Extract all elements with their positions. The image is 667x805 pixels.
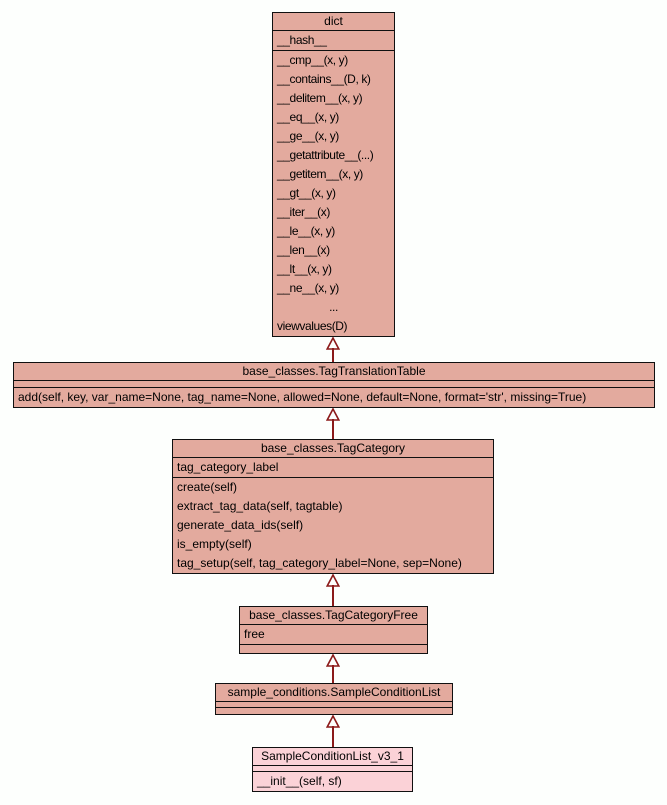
method-row: add(self, key, var_name=None, tag_name=N… bbox=[18, 390, 587, 404]
method-row: extract_tag_data(self, tagtable) bbox=[177, 499, 343, 513]
method-row: tag_setup(self, tag_category_label=None,… bbox=[177, 556, 462, 570]
attributes-compartment: __hash__ bbox=[273, 30, 394, 50]
inheritance-arrow bbox=[326, 574, 340, 606]
attribute-row: tag_category_label bbox=[177, 460, 279, 474]
method-row: viewvalues(D) bbox=[277, 319, 348, 333]
attributes-compartment bbox=[253, 765, 412, 771]
method-row: __iter__(x) bbox=[277, 205, 330, 219]
methods-compartment: add(self, key, var_name=None, tag_name=N… bbox=[14, 387, 654, 407]
inheritance-arrow bbox=[326, 408, 340, 439]
methods-compartment: create(self) extract_tag_data(self, tagta… bbox=[173, 477, 493, 573]
method-row: __getattribute__(...) bbox=[277, 148, 374, 162]
method-row: __le__(x, y) bbox=[277, 224, 335, 238]
method-row: create(self) bbox=[177, 480, 238, 494]
method-row: __ne__(x, y) bbox=[277, 281, 339, 295]
arrow-shaft bbox=[332, 726, 334, 747]
methods-compartment: __cmp__(x, y) __contains__(D, k) __delitem… bbox=[273, 50, 394, 336]
attributes-compartment: free bbox=[240, 624, 427, 644]
class-title: base_classes.TagCategoryFree bbox=[249, 608, 418, 622]
class-title: base_classes.TagTranslationTable bbox=[242, 364, 426, 378]
method-row: __init__(self, sf) bbox=[257, 774, 342, 788]
class-box-tag-category[interactable]: base_classes.TagCategory tag_category_la… bbox=[172, 439, 494, 574]
method-row: generate_data_ids(self) bbox=[177, 518, 304, 532]
class-box-sample-condition-list-v3-1[interactable]: SampleConditionList_v3_1 __init__(self, … bbox=[252, 747, 413, 792]
methods-compartment: __init__(self, sf) bbox=[253, 771, 412, 791]
method-row: __lt__(x, y) bbox=[277, 262, 332, 276]
method-row: __contains__(D, k) bbox=[277, 72, 371, 86]
arrow-shaft bbox=[332, 585, 334, 606]
method-row: __ge__(x, y) bbox=[277, 129, 339, 143]
method-row: is_empty(self) bbox=[177, 537, 252, 551]
class-title: sample_conditions.SampleConditionList bbox=[227, 685, 441, 699]
inheritance-arrow bbox=[326, 654, 340, 683]
attributes-compartment bbox=[216, 701, 452, 707]
method-row: __eq__(x, y) bbox=[277, 110, 339, 124]
attribute-row: __hash__ bbox=[277, 33, 327, 47]
method-row: __getitem__(x, y) bbox=[277, 167, 363, 181]
arrow-shaft bbox=[332, 419, 334, 439]
class-title: SampleConditionList_v3_1 bbox=[261, 749, 404, 763]
class-title: dict bbox=[324, 14, 343, 28]
inheritance-arrow bbox=[326, 715, 340, 747]
attributes-compartment bbox=[14, 380, 654, 387]
method-row: __len__(x) bbox=[277, 243, 330, 257]
arrow-shaft bbox=[332, 348, 334, 362]
class-box-sample-condition-list[interactable]: sample_conditions.SampleConditionList bbox=[215, 683, 453, 715]
method-row: ... bbox=[329, 300, 338, 314]
methods-compartment bbox=[240, 644, 427, 653]
class-box-tag-translation-table[interactable]: base_classes.TagTranslationTable add(sel… bbox=[13, 362, 655, 408]
class-title: base_classes.TagCategory bbox=[260, 441, 406, 455]
method-row: __gt__(x, y) bbox=[277, 186, 336, 200]
attributes-compartment: tag_category_label bbox=[173, 457, 493, 477]
class-box-dict[interactable]: dict __hash__ __cmp__(x, y) __contains__(… bbox=[272, 12, 395, 337]
class-box-tag-category-free[interactable]: base_classes.TagCategoryFree free bbox=[239, 606, 428, 654]
method-row: __cmp__(x, y) bbox=[277, 53, 348, 67]
attribute-row: free bbox=[244, 627, 265, 641]
method-row: __delitem__(x, y) bbox=[277, 91, 363, 105]
methods-compartment bbox=[216, 707, 452, 714]
arrow-shaft bbox=[332, 665, 334, 683]
inheritance-arrow bbox=[326, 337, 340, 362]
